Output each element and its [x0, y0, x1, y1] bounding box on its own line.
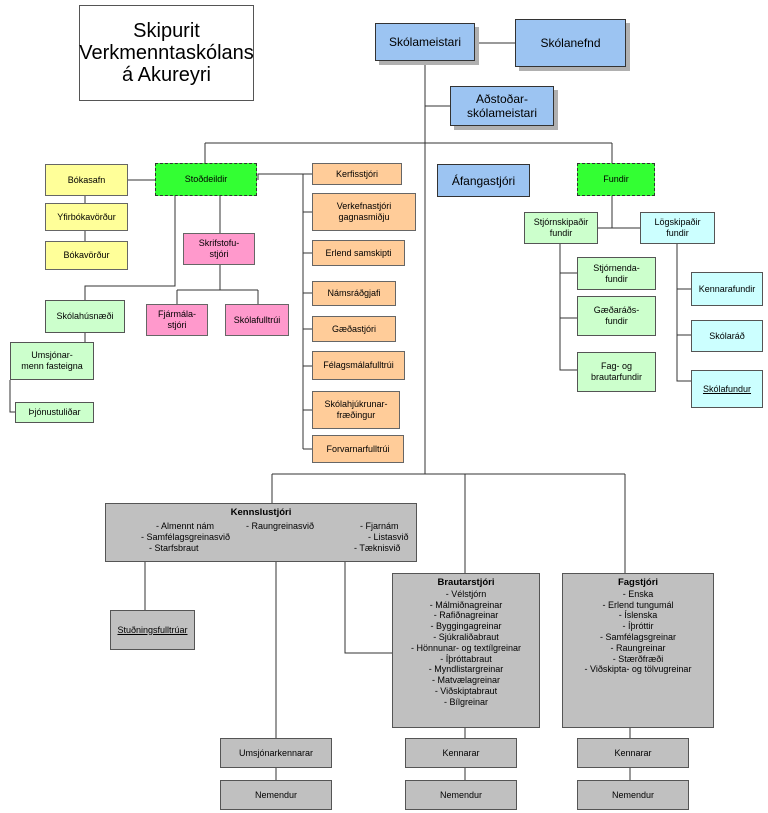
skrifstofustjori-box: Skrifstofu- stjóri [183, 233, 255, 265]
brautarstjori-item: - Rafiðnagreinar [433, 610, 499, 621]
adstodarskolameistari-box: Aðstoðar- skólameistari [450, 86, 554, 126]
umsjonarkennarar-box: Umsjónarkennarar [220, 738, 332, 768]
kennslustjori-title: Kennslustjóri [230, 507, 292, 518]
yfirbokavordur-box: Yfirbókavörður [45, 203, 128, 231]
fagstjori-item: - Samfélagsgreinar [599, 631, 677, 642]
brautarstjori-item: - Íþróttabraut [440, 653, 492, 664]
brautarstjori-item: - Sjúkraliðabraut [433, 631, 499, 642]
bokasafn-box: Bókasafn [45, 164, 128, 196]
kennslustjori-item-6: - Tæknisvið [354, 543, 401, 553]
gaedastjori-box: Gæðastjóri [312, 316, 396, 342]
brautarstjori-item: - Matvælagreinar [431, 675, 501, 686]
skolarad-box: Skólaráð [691, 320, 763, 352]
skolafundur-box: Skólafundur [691, 370, 763, 408]
brautarstjori-item: - Byggingagreinar [430, 621, 502, 632]
kennslustjori-item-5: - Starfsbraut [149, 543, 199, 553]
namsradgjafi-box: Námsráðgjafi [312, 281, 396, 306]
studningsfulltruar-box: Stuðningsfulltrúar [110, 610, 195, 650]
brautarstjori-item: - Viðskiptabraut [434, 685, 498, 696]
thjonustulidar-box: Þjónustuliðar [15, 402, 94, 423]
fagstjori-item: - Íslenska [618, 610, 658, 621]
kennslustjori-item-2: - Fjarnám [360, 521, 399, 531]
kennslustjori-box: Kennslustjóri - Almennt nám - Raungreina… [105, 503, 417, 562]
fagstjori-item: - Enska [622, 588, 654, 599]
kerfisstjori-box: Kerfisstjóri [312, 163, 402, 185]
brautarstjori-item: - Málmiðnagreinar [429, 599, 503, 610]
forvarnarfulltrui-box: Forvarnarfulltrúi [312, 435, 404, 463]
skolafundur-label: Skólafundur [702, 383, 752, 394]
felagsmalafulltrui-box: Félagsmálafulltrúi [312, 351, 405, 380]
brautarstjori-item: - Hönnunar- og textílgreinar [410, 642, 522, 653]
brautarstjori-item: - Myndlistargreinar [428, 664, 504, 675]
stjornskipadir-fundir-box: Stjórnskipaðir fundir [524, 212, 598, 244]
skolameistari-box: Skólameistari [375, 23, 475, 61]
fagstjori-item: - Stærðfræði [612, 653, 664, 664]
fagstjori-item: - Íþróttir [622, 621, 654, 632]
brautarstjori-box: Brautarstjóri - Vélstjórn - Málmiðnagrei… [392, 573, 540, 728]
fundir-box: Fundir [577, 163, 655, 196]
skolahjukrunarfraedingur-box: Skólahjúkrunar- fræðingur [312, 391, 400, 429]
kennarar-box-2: Kennarar [577, 738, 689, 768]
erlend-samskipti-box: Erlend samskipti [312, 240, 405, 266]
fag-og-brautarfundir-box: Fag- og brautarfundir [577, 352, 656, 392]
brautarstjori-item: - Bílgreinar [443, 696, 488, 707]
logskipadir-fundir-box: Lögskipaðir fundir [640, 212, 715, 244]
fjarmalastjori-box: Fjármála- stjóri [146, 304, 208, 336]
fagstjori-item: - Raungreinar [610, 642, 666, 653]
nemendur-box-1: Nemendur [220, 780, 332, 810]
nemendur-box-2: Nemendur [405, 780, 517, 810]
skolafulltrui-box: Skólafulltrúi [225, 304, 289, 336]
fagstjori-item: - Viðskipta- og tölvugreinar [584, 664, 692, 675]
umsjonarmenn-fasteigna-box: Umsjónar- menn fasteigna [10, 342, 94, 380]
kennarafundir-box: Kennarafundir [691, 272, 763, 306]
chart-title: Skipurit Verkmenntaskólans á Akureyri [79, 5, 254, 101]
afangastjori-box: Áfangastjóri [437, 164, 530, 197]
skolahusnaedi-box: Skólahúsnæði [45, 300, 125, 333]
fagstjori-item: - Erlend tungumál [602, 599, 674, 610]
bokavordur-box: Bókavörður [45, 241, 128, 270]
fagstjori-box: Fagstjóri - Enska - Erlend tungumál - Ís… [562, 573, 714, 728]
kennslustjori-item-0: - Almennt nám [156, 521, 215, 531]
gaedaradsfundir-box: Gæðaráðs- fundir [577, 296, 656, 336]
kennslustjori-item-3: - Samfélagsgreinasvið [141, 532, 231, 542]
verkefnastjori-box: Verkefnastjóri gagnasmiðju [312, 193, 416, 231]
brautarstjori-item: - Vélstjórn [445, 588, 487, 599]
fagstjori-title: Fagstjóri [617, 577, 659, 588]
studningsfulltruar-label: Stuðningsfulltrúar [117, 624, 188, 635]
brautarstjori-title: Brautarstjóri [437, 577, 495, 588]
nemendur-box-3: Nemendur [577, 780, 689, 810]
skolanefnd-box: Skólanefnd [515, 19, 626, 67]
kennslustjori-item-1: - Raungreinasvið [246, 521, 315, 531]
kennslustjori-item-4: - Listasvið [368, 532, 409, 542]
kennarar-box-1: Kennarar [405, 738, 517, 768]
stjornendafundir-box: Stjórnenda- fundir [577, 257, 656, 290]
stoddeildir-box: Stoðdeildir [155, 163, 257, 196]
